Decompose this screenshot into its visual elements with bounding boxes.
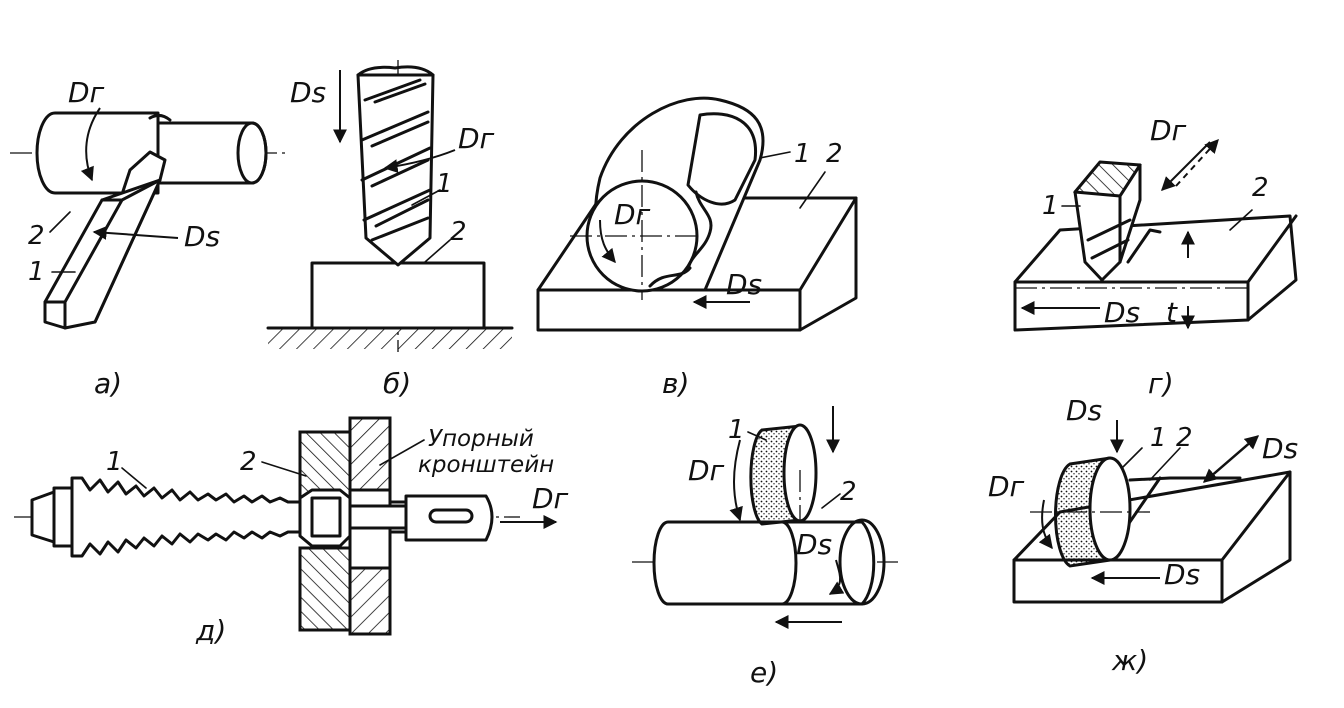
drill [356, 73, 435, 267]
svg-text:Dг: Dг [614, 198, 651, 231]
main-motion-arrow [80, 107, 101, 182]
caption-g: г) [1148, 367, 1174, 400]
label-workpiece: 2 [28, 221, 45, 251]
svg-text:1: 1 [794, 139, 811, 169]
view-d-broaching: 1 2 Упорный кронштейн Dг д) [14, 416, 569, 647]
caption-d: д) [195, 614, 226, 647]
svg-text:1: 1 [1042, 191, 1059, 221]
label-tool: 1 [28, 257, 45, 287]
stop-bracket [348, 416, 392, 500]
workpiece-block [310, 261, 486, 330]
svg-text:Dг: Dг [532, 482, 569, 515]
view-v-milling: Dг Ds 1 2 в) [536, 96, 858, 400]
svg-text:Ds: Ds [796, 528, 832, 561]
svg-text:Ds: Ds [1164, 558, 1200, 591]
svg-text:1: 1 [728, 415, 745, 445]
svg-text:Ds: Ds [1066, 394, 1102, 427]
caption-zh: ж) [1111, 644, 1148, 677]
workpiece-cylinder [652, 520, 876, 606]
stop-bracket-label-line1: Упорный [428, 426, 534, 452]
view-g-planing: Dг Ds 1 2 t г) [1013, 114, 1298, 400]
workpiece-small-diameter [156, 121, 268, 185]
svg-text:Ds: Ds [1104, 296, 1140, 329]
svg-text:2: 2 [1252, 173, 1269, 203]
svg-text:1: 1 [436, 169, 453, 199]
stop-bracket-label-line2: кронштейн [418, 452, 554, 478]
view-b-drilling: Ds Dг 1 2 б) [266, 60, 514, 400]
svg-text:1: 1 [1150, 423, 1167, 453]
label-feed: Ds [290, 76, 326, 109]
svg-text:Ds: Ds [1262, 432, 1298, 465]
view-e-cylindrical-grinding: 1 2 Dг Ds е) [632, 406, 898, 689]
feed-arrow [92, 225, 179, 240]
label-main-motion: Dг [68, 76, 105, 109]
broach-shank [404, 494, 494, 542]
label-feed: Ds [184, 220, 220, 253]
svg-text:1: 1 [106, 447, 123, 477]
label-main-motion: Dг [458, 122, 495, 155]
caption-a: а) [94, 367, 122, 400]
caption-b: б) [383, 367, 411, 400]
label-depth: t [1166, 296, 1178, 329]
view-zh-surface-grinding: Ds Ds Ds Dг 1 2 ж) [988, 394, 1298, 677]
svg-text:Ds: Ds [726, 268, 762, 301]
svg-text:2: 2 [840, 477, 857, 507]
svg-text:2: 2 [240, 447, 257, 477]
svg-text:Dг: Dг [688, 454, 725, 487]
table-hatching [268, 329, 512, 349]
broach [70, 476, 302, 558]
svg-text:2: 2 [450, 217, 467, 247]
svg-text:Dг: Dг [1150, 114, 1187, 147]
caption-v: в) [662, 367, 689, 400]
svg-text:2: 2 [1176, 423, 1193, 453]
view-a-turning: Dг Ds 2 1 а) [10, 76, 290, 400]
tool-hatching [1073, 160, 1142, 198]
svg-text:2: 2 [826, 139, 843, 169]
svg-text:Dг: Dг [988, 470, 1025, 503]
caption-e: е) [750, 656, 778, 689]
